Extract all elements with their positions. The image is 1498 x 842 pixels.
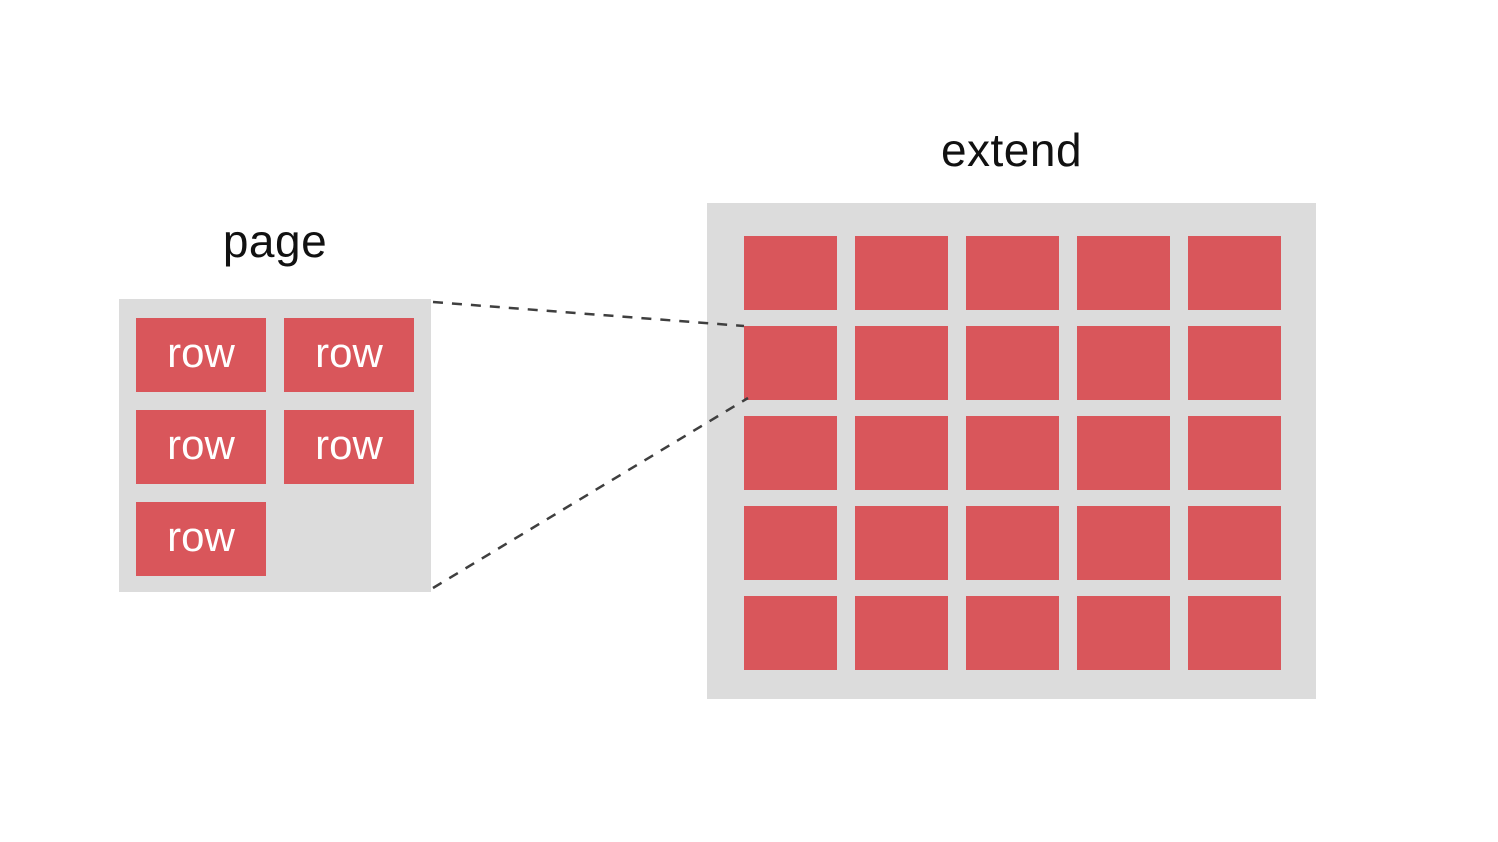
row-cell: row xyxy=(136,502,266,576)
grid-cell xyxy=(744,596,837,670)
grid-cell xyxy=(855,236,948,310)
grid-cell xyxy=(1077,596,1170,670)
grid-cell xyxy=(1077,416,1170,490)
grid-cell xyxy=(1188,506,1281,580)
grid-cell xyxy=(1188,326,1281,400)
grid-cell xyxy=(966,236,1059,310)
grid-cell xyxy=(744,236,837,310)
connector-line-top xyxy=(432,300,745,328)
grid-cell xyxy=(966,506,1059,580)
grid-cell xyxy=(1077,236,1170,310)
grid-cell xyxy=(855,596,948,670)
page-panel-title: page xyxy=(222,215,328,267)
grid-cell xyxy=(744,506,837,580)
grid-cell xyxy=(855,326,948,400)
grid-cell xyxy=(1188,416,1281,490)
grid-cell xyxy=(966,416,1059,490)
connector-line-bottom xyxy=(432,396,749,590)
grid-cell xyxy=(1077,506,1170,580)
grid-cell xyxy=(1077,326,1170,400)
row-cell: row xyxy=(284,318,414,392)
extend-grid xyxy=(707,203,1316,699)
grid-cell xyxy=(855,506,948,580)
grid-cell xyxy=(966,596,1059,670)
grid-cell xyxy=(1188,236,1281,310)
row-cell: row xyxy=(284,410,414,484)
grid-cell xyxy=(855,416,948,490)
row-cell: row xyxy=(136,318,266,392)
grid-cell xyxy=(1188,596,1281,670)
grid-cell xyxy=(966,326,1059,400)
grid-cell xyxy=(744,416,837,490)
grid-cell xyxy=(744,326,837,400)
row-cell: row xyxy=(136,410,266,484)
extend-panel-title: extend xyxy=(940,124,1083,176)
